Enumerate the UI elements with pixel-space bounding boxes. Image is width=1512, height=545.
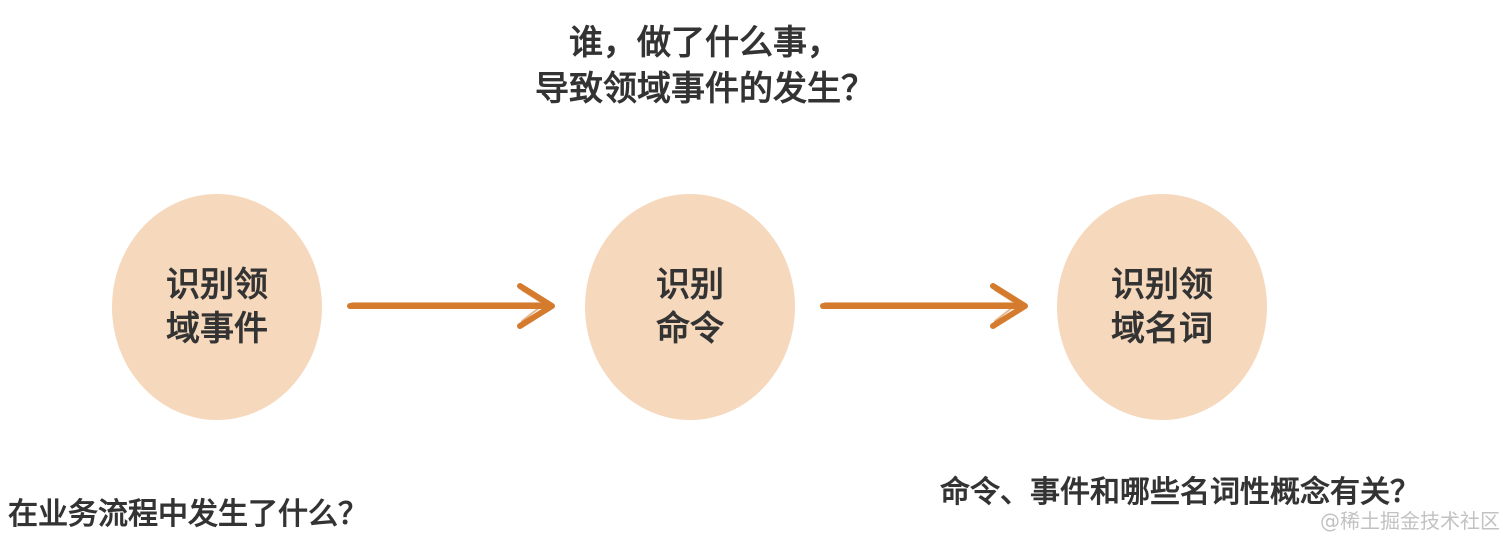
- node-identify-domain-events: 识别领 域事件: [112, 194, 322, 420]
- top-question-line-2: 导致领域事件的发生？: [535, 69, 875, 109]
- node-1-line-2: 域事件: [166, 309, 268, 349]
- bottom-left-question: 在业务流程中发生了什么？: [8, 497, 368, 532]
- node-identify-domain-nouns: 识别领 域名词: [1057, 194, 1267, 420]
- node-3-line-1: 识别领: [1111, 265, 1213, 305]
- node-identify-commands: 识别 命令: [585, 194, 795, 420]
- node-2-line-2: 命令: [656, 309, 724, 349]
- bottom-right-question: 命令、事件和哪些名词性概念有关？: [940, 475, 1420, 510]
- arrow-right-icon: [347, 283, 555, 329]
- arrow-right-icon: [820, 283, 1028, 329]
- node-2-line-1: 识别: [656, 265, 724, 305]
- top-question: 谁，做了什么事， 导致领域事件的发生？: [0, 20, 1410, 112]
- node-3-line-2: 域名词: [1111, 309, 1213, 349]
- watermark: @稀土掘金技术社区: [1320, 509, 1500, 533]
- node-1-line-1: 识别领: [166, 265, 268, 305]
- top-question-line-1: 谁，做了什么事，: [569, 23, 841, 63]
